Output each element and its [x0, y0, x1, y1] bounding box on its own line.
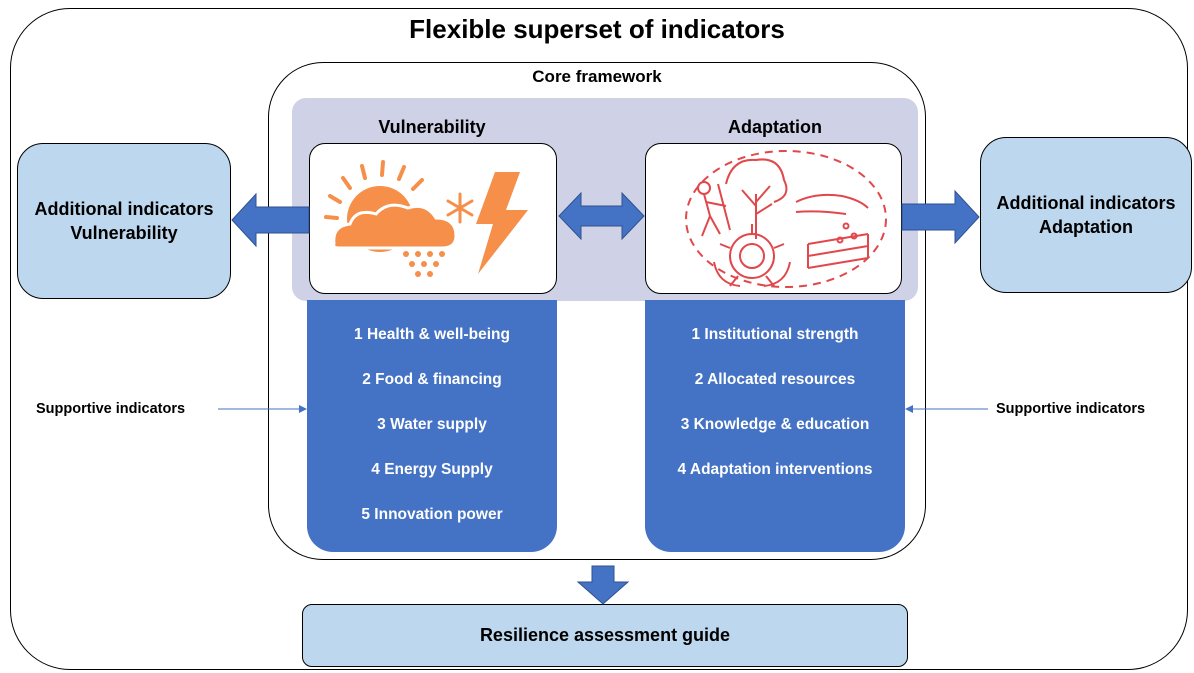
arrow-to-additional-vulnerability	[231, 192, 310, 248]
vulnerability-heading: Vulnerability	[378, 117, 486, 137]
vulnerability-icon-box	[309, 143, 557, 294]
adaptation-indicator-list: 1 Institutional strength 2 Allocated res…	[645, 300, 905, 552]
supportive-indicators-left: Supportive indicators	[36, 401, 186, 417]
list-item: 4 Adaptation interventions	[677, 461, 873, 478]
additional-vulnerability-line2: Vulnerability	[70, 223, 178, 243]
list-item: 1 Health & well-being	[354, 326, 510, 343]
list-item: 4 Energy Supply	[371, 461, 493, 478]
arrow-to-additional-adaptation	[901, 189, 980, 245]
vulnerability-indicator-list: 1 Health & well-being 2 Food & financing…	[307, 300, 557, 552]
outer-frame	[10, 8, 1188, 670]
adaptation-sketch-icon	[685, 150, 887, 288]
diagram-title: Flexible superset of indicators	[409, 14, 785, 44]
additional-vulnerability-box: Additional indicators Vulnerability	[17, 143, 231, 299]
arrow-to-assessment-guide	[576, 565, 630, 605]
core-framework-title: Core framework	[532, 67, 662, 86]
weather-storm-icon	[324, 160, 528, 277]
additional-adaptation-line2: Adaptation	[1039, 217, 1133, 237]
list-item: 3 Knowledge & education	[680, 416, 870, 433]
core-framework-frame	[268, 62, 926, 560]
resilience-assessment-guide: Resilience assessment guide	[302, 604, 908, 667]
adaptation-heading: Adaptation	[728, 117, 822, 137]
adaptation-icon-box	[645, 143, 902, 294]
list-item: 2 Allocated resources	[694, 371, 856, 388]
list-item: 5 Innovation power	[361, 506, 503, 523]
additional-vulnerability-line1: Additional indicators	[34, 199, 214, 219]
additional-adaptation-box: Additional indicators Adaptation	[980, 137, 1192, 293]
double-arrow-vulnerability-adaptation	[558, 191, 645, 241]
list-item: 1 Institutional strength	[691, 326, 859, 343]
additional-adaptation-line1: Additional indicators	[996, 193, 1176, 213]
supportive-indicators-right: Supportive indicators	[996, 401, 1146, 417]
list-item: 3 Water supply	[377, 416, 487, 433]
list-item: 2 Food & financing	[362, 371, 502, 388]
